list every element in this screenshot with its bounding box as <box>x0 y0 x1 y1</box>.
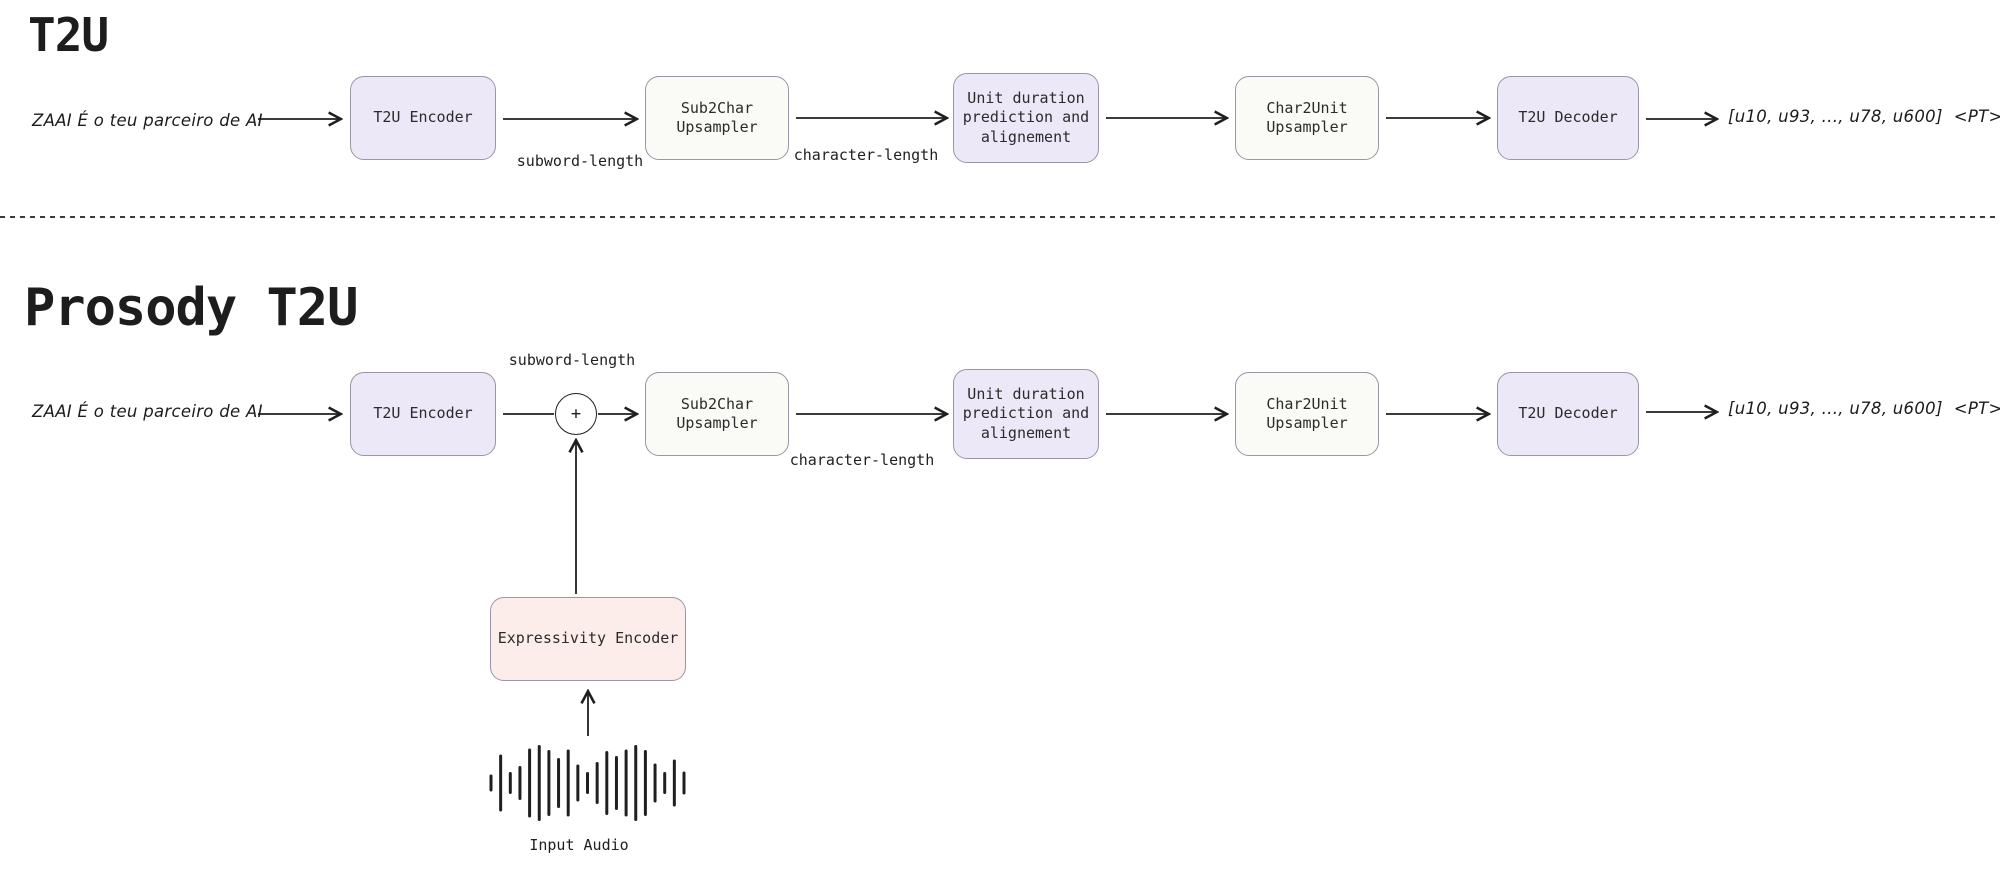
prosody-encoder-node: T2U Encoder <box>350 372 496 456</box>
prosody-decoder-label: T2U Decoder <box>1518 404 1618 423</box>
expressivity-encoder-label: Expressivity Encoder <box>497 629 679 648</box>
t2u-unit-duration-node: Unit duration prediction and alignement <box>953 73 1099 163</box>
prosody-character-length-label: character-length <box>789 451 935 469</box>
t2u-sub2char-upsampler-node: Sub2Char Upsampler <box>645 76 789 160</box>
audio-waveform-icon <box>489 745 686 821</box>
prosody-sub2char-label: Sub2Char Upsampler <box>676 394 758 433</box>
prosody-char2unit-upsampler-node: Char2Unit Upsampler <box>1235 372 1379 456</box>
prosody-input-text: ZAAI É o teu parceiro de AI <box>32 402 263 421</box>
t2u-decoder-label: T2U Decoder <box>1518 108 1618 127</box>
section-title-t2u: T2U <box>28 8 109 62</box>
t2u-subword-length-label: subword-length <box>516 152 644 170</box>
prosody-unit-duration-label: Unit duration prediction and alignement <box>962 384 1090 442</box>
prosody-sub2char-upsampler-node: Sub2Char Upsampler <box>645 372 789 456</box>
prosody-char2unit-label: Char2Unit Upsampler <box>1266 394 1348 433</box>
t2u-encoder-node: T2U Encoder <box>350 76 496 160</box>
prosody-unit-duration-node: Unit duration prediction and alignement <box>953 369 1099 459</box>
section-divider <box>0 216 2000 218</box>
t2u-output-units-text: [u10, u93, ..., u78, u600] <PT> <box>1728 107 2000 126</box>
t2u-input-text: ZAAI É o teu parceiro de AI <box>32 111 263 130</box>
input-audio-label: Input Audio <box>529 836 629 854</box>
prosody-encoder-label: T2U Encoder <box>373 404 473 423</box>
t2u-character-length-label: character-length <box>793 146 939 164</box>
t2u-char2unit-upsampler-node: Char2Unit Upsampler <box>1235 76 1379 160</box>
prosody-subword-length-label: subword-length <box>508 351 636 369</box>
sum-junction: + <box>555 393 597 435</box>
t2u-char2unit-label: Char2Unit Upsampler <box>1266 98 1348 137</box>
prosody-output-units-text: [u10, u93, ..., u78, u600] <PT> <box>1728 399 2000 418</box>
expressivity-encoder-node: Expressivity Encoder <box>490 597 686 681</box>
t2u-encoder-label: T2U Encoder <box>373 108 473 127</box>
prosody-decoder-node: T2U Decoder <box>1497 372 1639 456</box>
t2u-decoder-node: T2U Decoder <box>1497 76 1639 160</box>
t2u-unit-duration-label: Unit duration prediction and alignement <box>962 88 1090 146</box>
plus-icon: + <box>570 404 582 424</box>
section-title-prosody-t2u: Prosody T2U <box>24 278 358 338</box>
t2u-sub2char-label: Sub2Char Upsampler <box>676 98 758 137</box>
